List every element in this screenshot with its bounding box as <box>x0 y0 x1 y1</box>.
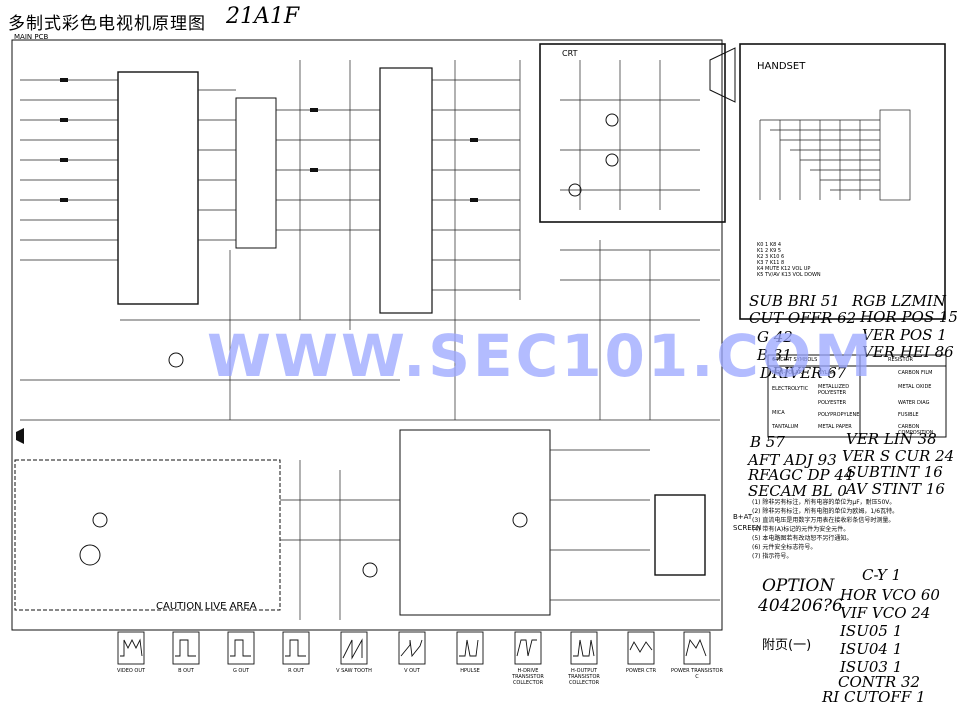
waveform-label: POWER CTR <box>625 668 657 674</box>
notes-list: (1) 除非另有标注，所有电容的单位为μF，耐压50V。 (2) 除非另有标注，… <box>752 498 948 561</box>
terminal-label: SCREEN <box>733 524 762 532</box>
note-item: (3) 直流电压是用数字万用表在接收彩条信号时测量。 <box>752 517 895 524</box>
resistor-header: RESISTOR <box>888 357 913 363</box>
setting-subtint: SUBTINT 16 <box>846 463 943 481</box>
cap-type-label: MICA <box>772 410 785 416</box>
setting-ver-s-cur: VER S CUR 24 <box>842 447 955 465</box>
setting-av-stint: AV STINT 16 <box>846 480 945 498</box>
waveform-label: G OUT <box>232 668 250 674</box>
setting-isu04: ISU04 1 <box>840 640 903 658</box>
terminal-label: B+AT <box>733 513 753 521</box>
cap-type-label: ELECTROLYTIC <box>772 386 809 392</box>
symbol-row-left: METAL PAPER <box>818 424 852 430</box>
main-pcb-label: MAIN PCB <box>14 33 49 41</box>
symbol-row-left: NYLAR <box>818 370 835 376</box>
symbol-row-right: FUSIBLE <box>898 412 919 418</box>
waveform-label: HPULSE <box>460 668 480 674</box>
waveform-label: V OUT <box>404 668 420 674</box>
handset-key-row: K1 2 K9 5 <box>757 248 782 254</box>
setting-ver-lin: VER LIN 38 <box>846 430 937 448</box>
symbol-row-right: WATER DIAG <box>898 400 930 406</box>
symbol-row-right: CARBON COMPOSITION <box>898 424 934 436</box>
handset-label: HANDSET <box>757 61 806 72</box>
setting-rgb: RGB LZMIN <box>852 292 946 310</box>
setting-isu03: ISU03 1 <box>840 658 903 676</box>
cap-type-label: TANTALUM <box>772 424 799 430</box>
note-item: (7) 指示符号。 <box>752 553 793 560</box>
handset-key-row: K4 MUTE K12 VOL UP <box>757 266 811 272</box>
waveform-label: R OUT <box>288 668 304 674</box>
setting-ver-hei: VER HEI 86 <box>862 343 954 361</box>
setting-hor-pos: HOR POS 15 <box>860 308 958 326</box>
waveform-label: B OUT <box>178 668 194 674</box>
note-item: (2) 除非另有标注，所有电阻的单位为欧姆，1/6瓦特。 <box>752 508 899 515</box>
note-item: (6) 元件安全标志符号。 <box>752 544 817 551</box>
setting-cut-off-r: CUT OFFR 62 <box>749 309 857 327</box>
setting-isu05: ISU05 1 <box>840 622 903 640</box>
caution-live-area-label: CAUTION LIVE AREA <box>156 601 257 612</box>
handset-key-row: K0 1 K8 4 <box>757 242 782 248</box>
crt-label: CRT <box>562 49 578 58</box>
symbol-row-left: METALLIZED POLYESTER <box>818 384 850 396</box>
handset-key-row: K5 TV/AV K13 VOL DOWN <box>757 272 821 278</box>
diagram-title: 多制式彩色电视机原理图 <box>8 14 206 34</box>
waveform-label: V SAW TOOTH <box>336 668 372 674</box>
setting-ri-cutoff: RI CUTOFF 1 <box>822 688 926 706</box>
waveform-label: H-OUTPUT TRANSISTOR COLLECTOR <box>568 668 600 686</box>
setting-ver-pos: VER POS 1 <box>862 326 947 344</box>
option-code: 404206?6 <box>758 596 843 616</box>
setting-b: B 31 <box>757 346 792 364</box>
handset-key-table: K0 1 K8 4 K1 2 K9 5 K2 3 K10 6 K3 7 K11 … <box>757 242 821 278</box>
note-item: (1) 除非另有标注，所有电容的单位为μF，耐压50V。 <box>752 499 896 506</box>
setting-vif-vco: VIF VCO 24 <box>840 604 931 622</box>
handset-key-row: K2 3 K10 6 <box>757 254 785 260</box>
setting-aft-adj: AFT ADJ 93 <box>748 451 837 469</box>
setting-secam-bl: SECAM BL 0 <box>748 482 847 500</box>
setting-hor-vco: HOR VCO 60 <box>840 586 940 604</box>
waveform-label: H-DRIVE TRANSISTOR COLLECTOR <box>512 668 544 686</box>
setting-b-2: B 57 <box>750 433 785 451</box>
handset-key-row: K3 7 K11 8 <box>757 260 785 266</box>
symbol-row-left: POLYESTER <box>818 400 847 406</box>
setting-contr: CONTR 32 <box>838 673 921 691</box>
setting-rf-agc: RFAGC DP 44 <box>748 466 854 484</box>
option-label: OPTION <box>762 576 835 596</box>
watermark: WWW.SEC101.COM <box>207 322 875 390</box>
symbol-row-right: CARBON FILM <box>898 370 933 376</box>
model-number: 21A1F <box>226 4 300 29</box>
setting-driver: DRIVER 67 <box>760 364 847 382</box>
note-item: (4) 带有(A)标记的元件为安全元件。 <box>752 526 850 533</box>
setting-sub-bri: SUB BRI 51 <box>749 292 840 310</box>
waveform-label: POWER TRANSISTOR C <box>671 668 723 680</box>
setting-c-y: C-Y 1 <box>862 566 902 584</box>
circuit-symbols-header: CIRCUIT SYMBOLS <box>772 357 818 363</box>
waveform-label: VIDEO OUT <box>116 668 146 674</box>
symbol-row-left: POLYPROPYLENE <box>818 412 860 418</box>
appendix-label: 附页(一) <box>762 638 812 653</box>
setting-g: G 42 <box>757 328 793 346</box>
note-item: (5) 本电路图若有改动恕不另行通知。 <box>752 535 853 542</box>
symbol-row-right: METAL OXIDE <box>898 384 932 390</box>
cap-type-label: NON-POLAR <box>772 370 802 376</box>
